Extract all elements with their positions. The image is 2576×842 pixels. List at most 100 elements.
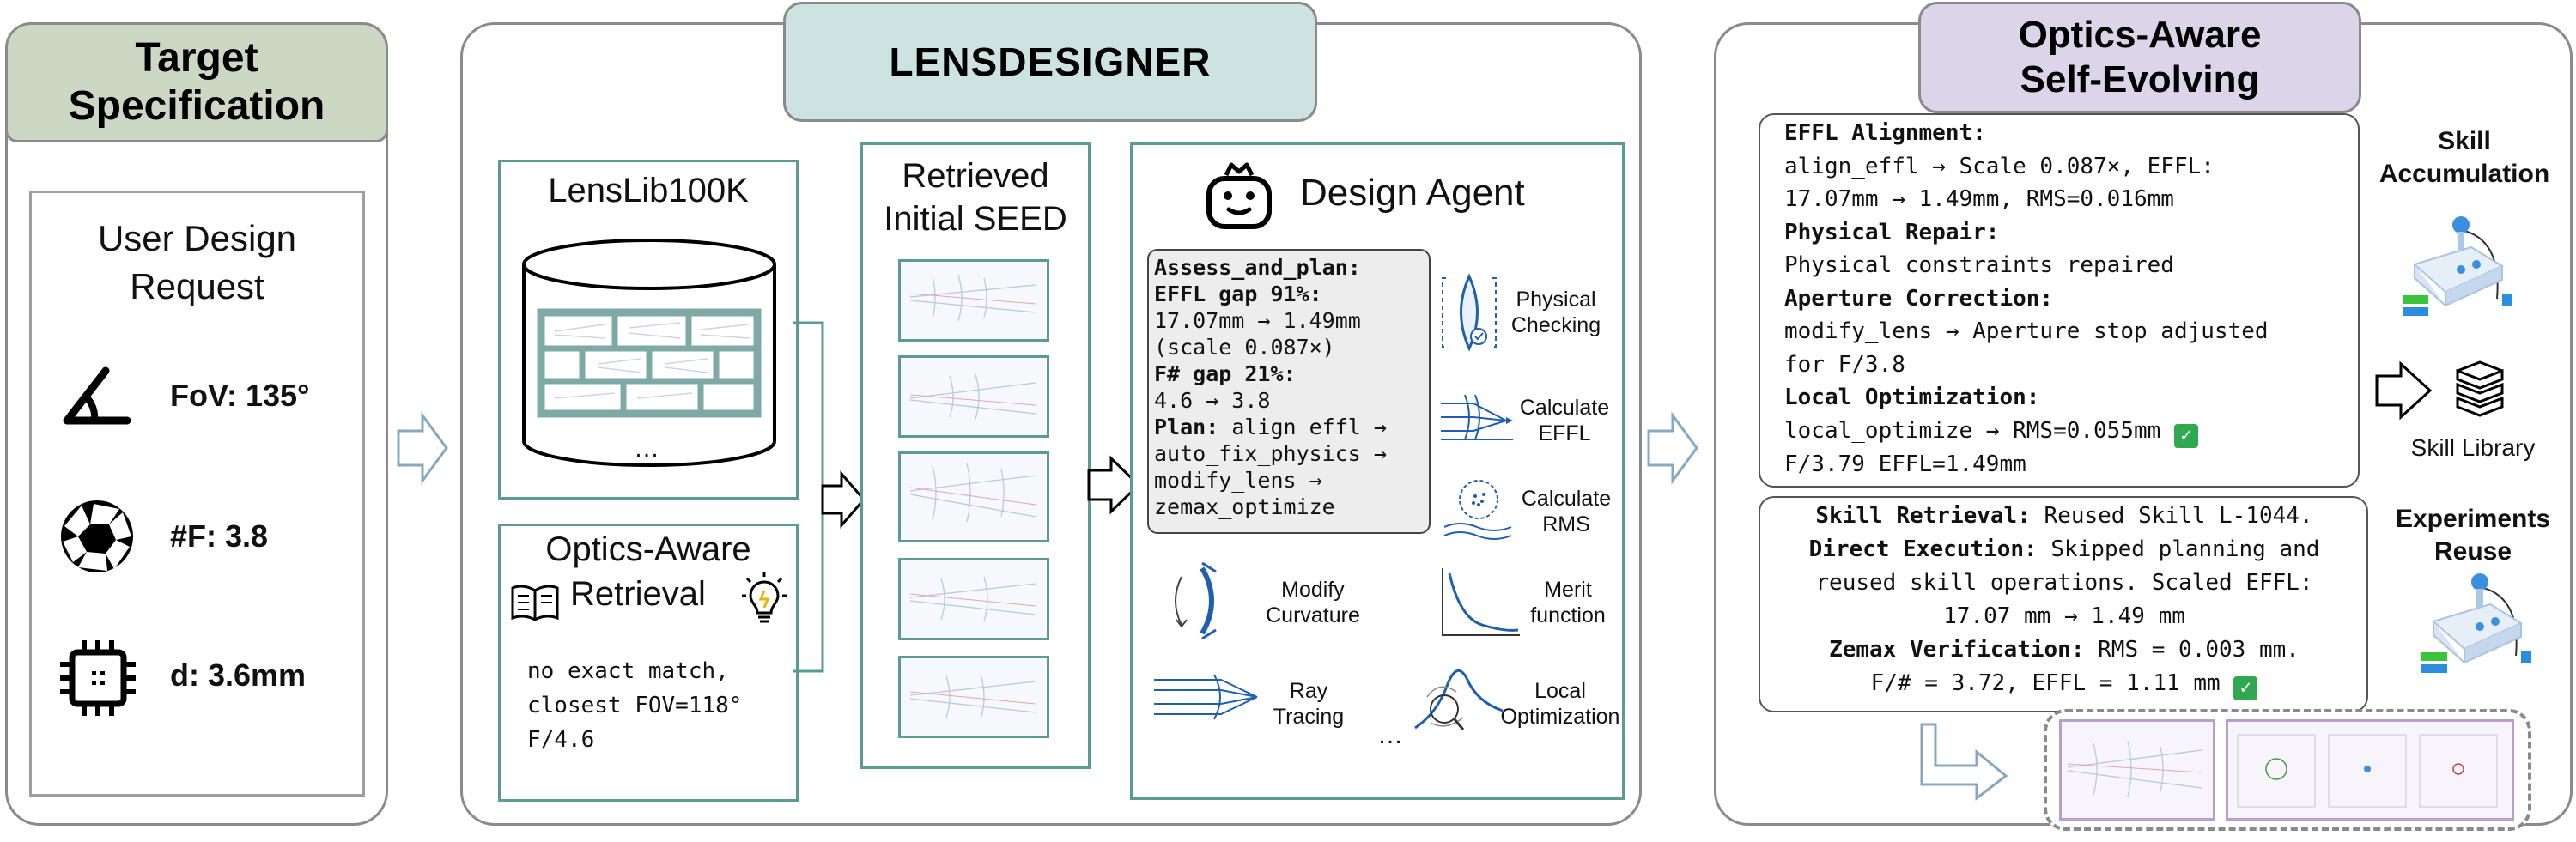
plan-line-5: F# gap 21%: — [1154, 361, 1297, 386]
log-local-line1-text: local_optimize → RMS=0.055mm — [1784, 417, 2161, 444]
skill-accumulation-line1: Skill — [2438, 127, 2491, 155]
seed-title-line1: Retrieved — [902, 157, 1049, 195]
reuse-log-text: Skill Retrieval: Reused Skill L-1044. Di… — [1759, 500, 2370, 700]
merit-icon — [1442, 568, 1520, 636]
database-icon — [522, 239, 776, 467]
plan-text: Assess_and_plan: EFFL gap 91%: 17.07mm →… — [1154, 254, 1387, 520]
tool-4-line2: Curvature — [1266, 603, 1360, 627]
log-effl-title: EFFL Alignment: — [1784, 120, 1986, 146]
check-icon-2: ✓ — [2233, 676, 2258, 700]
log-effl-line2: 17.07mm → 1.49mm, RMS=0.016mm — [1784, 186, 2174, 212]
target-spec-title: Target Specification — [5, 22, 388, 142]
tool-calculate-rms: Calculate RMS — [1515, 486, 1618, 537]
tool-2-line2: EFFL — [1538, 421, 1591, 445]
optimization-icon — [1414, 669, 1504, 730]
user-request-title: User Design Request — [29, 215, 365, 311]
tool-3-line1: Calculate — [1521, 487, 1612, 511]
lenslib-title: LensLib100K — [548, 172, 749, 209]
request-line2: Request — [130, 266, 264, 306]
skill-log-text: EFFL Alignment: align_effl → Scale 0.087… — [1784, 117, 2269, 481]
rms-icon — [1443, 480, 1512, 540]
plan-line-2: EFFL gap 91%: — [1154, 282, 1322, 306]
experiments-reuse-label: Experiments Reuse — [2379, 503, 2567, 568]
plan-line-7-rest: align_effl → — [1218, 415, 1387, 439]
retrieval-result: no exact match, closest FOV=118° F/4.6 — [527, 654, 742, 757]
reuse-line-2-bold: Direct Execution: — [1808, 536, 2038, 562]
ray-icon — [1154, 674, 1258, 720]
check-icon-1: ✓ — [2173, 423, 2198, 448]
self-evolving-title-line1: Optics-Aware — [2018, 14, 2262, 56]
tool-3-line2: RMS — [1542, 512, 1590, 536]
tool-modify-curvature: Modify Curvature — [1249, 577, 1377, 628]
tools-ellipsis: … — [1377, 721, 1403, 749]
reuse-line-3: reused skill operations. Scaled EFFL: — [1815, 570, 2313, 596]
log-effl-line1: align_effl → Scale 0.087×, EFFL: — [1784, 153, 2215, 179]
flow-arrow-1 — [397, 411, 448, 485]
plan-box — [1147, 249, 1431, 534]
seed-thumbnail-4 — [898, 558, 1049, 640]
curvature-icon — [1175, 561, 1217, 640]
retrieval-title-line2: Retrieval — [570, 575, 706, 613]
tool-1-line2: Checking — [1510, 313, 1601, 337]
plan-line-10: zemax_optimize — [1154, 494, 1335, 519]
plan-label: Plan: — [1154, 415, 1219, 439]
lightbulb-icon — [742, 572, 787, 623]
plan-line-3: 17.07mm → 1.49mm — [1154, 308, 1361, 333]
reuse-line-1-bold: Skill Retrieval: — [1815, 503, 2031, 529]
plan-line-8: auto_fix_physics → — [1154, 441, 1387, 466]
reuse-line-6: F/# = 3.72, EFFL = 1.11 mm ✓ — [1759, 667, 2370, 700]
skill-log-box — [1759, 113, 2360, 488]
lens-icon — [1442, 273, 1497, 352]
tool-physical-checking: Physical Checking — [1496, 287, 1616, 338]
plan-line-4: (scale 0.087×) — [1154, 335, 1335, 360]
experiments-reuse-line1: Experiments — [2395, 505, 2551, 533]
angle-icon — [63, 366, 131, 425]
retrieval-box — [498, 524, 799, 802]
self-evolving-title-line2: Self-Evolving — [2020, 58, 2260, 100]
flow-arrow-3 — [1647, 411, 1698, 485]
seed-title: Retrieved Initial SEED — [860, 154, 1091, 240]
seed-thumbnail-1 — [898, 259, 1049, 342]
tool-7-line1: Local — [1534, 679, 1586, 703]
result-layout-drawing — [2067, 741, 2202, 797]
lensdesigner-title: LENSDESIGNER — [783, 2, 1317, 122]
tool-calculate-effl: Calculate EFFL — [1513, 395, 1616, 446]
fov-label: FoV: 135° — [170, 378, 310, 413]
tool-5-line1: Merit — [1544, 578, 1592, 602]
target-title-line2: Specification — [68, 83, 325, 129]
skill-library-label: Skill Library — [2410, 434, 2536, 461]
results-arrow — [1920, 723, 2008, 802]
tool-6-line2: Tracing — [1273, 705, 1345, 729]
reuse-line-2: Direct Execution: Skipped planning and — [1759, 533, 2370, 566]
seed-thumbnails-drawing — [909, 274, 1036, 720]
tool-6-line1: Ray — [1289, 679, 1328, 703]
tool-7-line2: Optimization — [1500, 705, 1620, 729]
plan-line-9: modify_lens → — [1154, 468, 1322, 493]
log-local-line2: F/3.79 EFFL=1.49mm — [1784, 451, 2026, 477]
tool-ray-tracing: Ray Tracing — [1257, 678, 1360, 730]
skill-accumulation-line2: Accumulation — [2379, 160, 2550, 188]
f-number-label: #F: 3.8 — [170, 518, 269, 554]
effl-icon — [1441, 394, 1513, 440]
plan-line-6: 4.6 → 3.8 — [1154, 388, 1271, 413]
tool-4-line1: Modify — [1281, 578, 1345, 602]
reuse-line-4: 17.07 mm → 1.49 mm — [1943, 603, 2185, 629]
user-request-box — [29, 191, 365, 797]
merge-connector — [793, 321, 866, 673]
lensdesigner-title-text: LENSDESIGNER — [889, 39, 1212, 84]
experiments-reuse-icon — [2421, 573, 2531, 673]
self-evolving-title: Optics-Aware Self-Evolving — [1918, 2, 2361, 113]
aperture-size-label: d: 3.6mm — [170, 657, 307, 693]
tool-1-line1: Physical — [1516, 288, 1596, 312]
target-title-line1: Target — [135, 35, 258, 81]
chip-icon — [60, 640, 136, 716]
tool-2-line1: Calculate — [1519, 396, 1610, 420]
aperture-icon — [61, 500, 133, 572]
flow-arrow-2 — [1087, 455, 1141, 515]
log-aperture-line1: modify_lens → Aperture stop adjusted — [1784, 318, 2269, 344]
tool-5-line2: function — [1530, 603, 1606, 627]
tool-merit-function: Merit function — [1516, 577, 1619, 628]
log-aperture-line2: for F/3.8 — [1784, 351, 1905, 378]
library-arrow — [2375, 360, 2433, 421]
experiments-reuse-line2: Reuse — [2433, 537, 2512, 566]
